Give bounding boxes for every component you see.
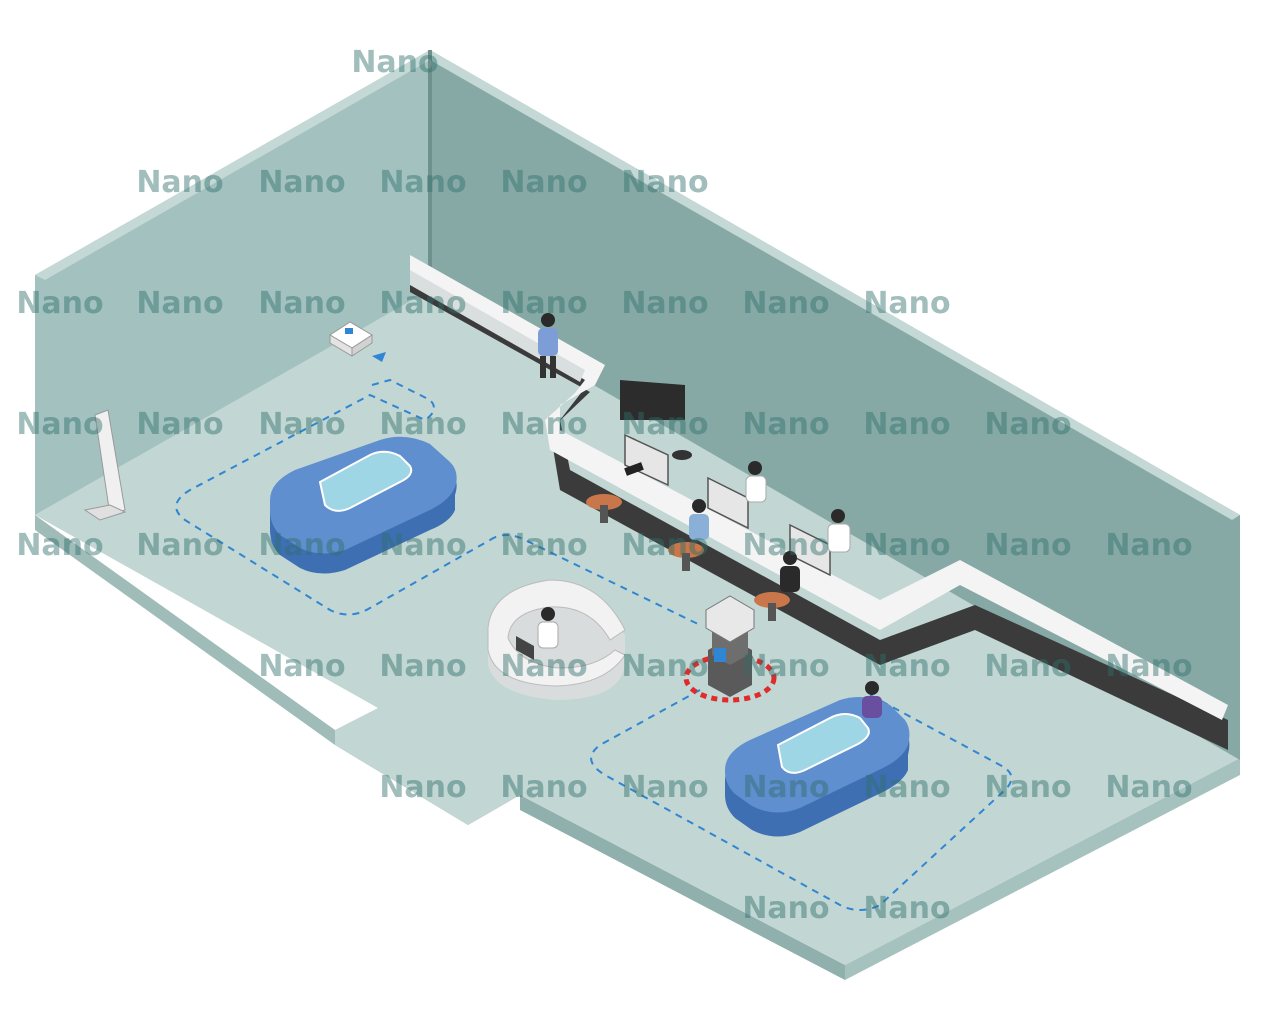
stool [668, 542, 704, 558]
kiosk-icon [83, 409, 127, 521]
customer [689, 499, 709, 540]
robot-route [175, 378, 1013, 911]
watermark-text: Nano [379, 165, 466, 200]
counter-top [410, 255, 1228, 720]
watermark-text: Nano [379, 770, 466, 805]
watermark-text: Nano [742, 528, 829, 563]
stool [586, 494, 622, 510]
watermark-text: Nano [136, 286, 223, 321]
watermark-text: Nano [984, 770, 1071, 805]
robot-screen [714, 648, 726, 662]
customer-stools [586, 494, 790, 621]
wall-back [430, 50, 1240, 760]
counter-body [410, 270, 1228, 750]
watermark-text: Nano [863, 891, 950, 926]
monitor [789, 523, 831, 577]
stool-leg [768, 603, 776, 621]
stool [754, 592, 790, 608]
watermark-text: Nano [500, 770, 587, 805]
watermark-text: Nano [500, 649, 587, 684]
sofa-screen [318, 450, 413, 512]
watermark-text: Nano [258, 165, 345, 200]
reception-desk [487, 579, 626, 700]
watermark-text: Nano [16, 407, 103, 442]
watermark-text: Nano [500, 286, 587, 321]
watermark-text: Nano [742, 407, 829, 442]
watermark-text: Nano [742, 649, 829, 684]
monitor [624, 433, 669, 487]
watermark-text: Nano [258, 407, 345, 442]
waiting-sofa-left [270, 436, 457, 574]
watermark-text: Nano [136, 407, 223, 442]
wall-left [35, 50, 430, 515]
watermark-text: Nano [863, 770, 950, 805]
waiting-sofa-right [725, 681, 910, 837]
watermark-text: Nano [863, 286, 950, 321]
seated-customer [862, 681, 882, 718]
watermark-text: Nano [984, 407, 1071, 442]
watermark-text: Nano [742, 891, 829, 926]
desk-lamp [672, 450, 692, 460]
watermark-text: Nano [984, 649, 1071, 684]
watermark-text: Nano [136, 528, 223, 563]
watermark-text: Nano [379, 407, 466, 442]
customer [780, 551, 800, 592]
service-robot-icon [683, 595, 777, 703]
sofa-screen [776, 713, 870, 774]
watermark-text: Nano [379, 528, 466, 563]
route-arrow-icon [372, 352, 386, 362]
watermark-text: Nano [500, 407, 587, 442]
watermark-text: Nano [258, 528, 345, 563]
watermark-text: Nano [621, 286, 708, 321]
watermark-text: Nano [258, 286, 345, 321]
route-left-loop [175, 378, 491, 616]
floor-edge-left [35, 515, 335, 745]
watermark-text: Nano [136, 165, 223, 200]
reception-monitor [516, 636, 534, 660]
watermark-text: Nano [621, 407, 708, 442]
wall-corner-highlight [428, 50, 432, 290]
charging-dock-icon [329, 321, 373, 357]
watermark-text: Nano [379, 286, 466, 321]
stool-leg [600, 505, 608, 523]
watermark-text: Nano [1105, 528, 1192, 563]
watermark-text: Nano [863, 407, 950, 442]
teller-workstations [624, 433, 831, 577]
teller [827, 509, 851, 553]
watermark-text: Nano [258, 649, 345, 684]
watermark-text: Nano [500, 165, 587, 200]
watermark-text: Nano [1105, 649, 1192, 684]
watermark-text: Nano [351, 45, 438, 80]
watermark-text: Nano [984, 528, 1071, 563]
watermark-text: Nano [863, 649, 950, 684]
watermark-text: Nano [1105, 770, 1192, 805]
stool-leg [682, 553, 690, 571]
watermark-text: Nano [621, 649, 708, 684]
robot-head [705, 595, 755, 643]
watermark-text: Nano [863, 528, 950, 563]
watermark-text: Nano [742, 770, 829, 805]
monitor [707, 476, 749, 530]
watermark-text: Nano [500, 528, 587, 563]
route-right-loop [590, 689, 1013, 911]
desk-top [487, 579, 626, 687]
floor-edge-right [845, 758, 1240, 980]
watermark-text: Nano [379, 649, 466, 684]
watermark-text: Nano [621, 528, 708, 563]
route-to-counter [489, 534, 701, 626]
watermark-text: Nano [16, 286, 103, 321]
name-plate [624, 462, 644, 476]
watermark-text: Nano [621, 770, 708, 805]
watermark-text: Nano [621, 165, 708, 200]
standing-customer [538, 313, 558, 378]
watermark-text: Nano [16, 528, 103, 563]
receptionist [537, 607, 559, 649]
watermark-text: Nano [742, 286, 829, 321]
counter-back-block [620, 380, 685, 420]
teller [745, 461, 767, 503]
